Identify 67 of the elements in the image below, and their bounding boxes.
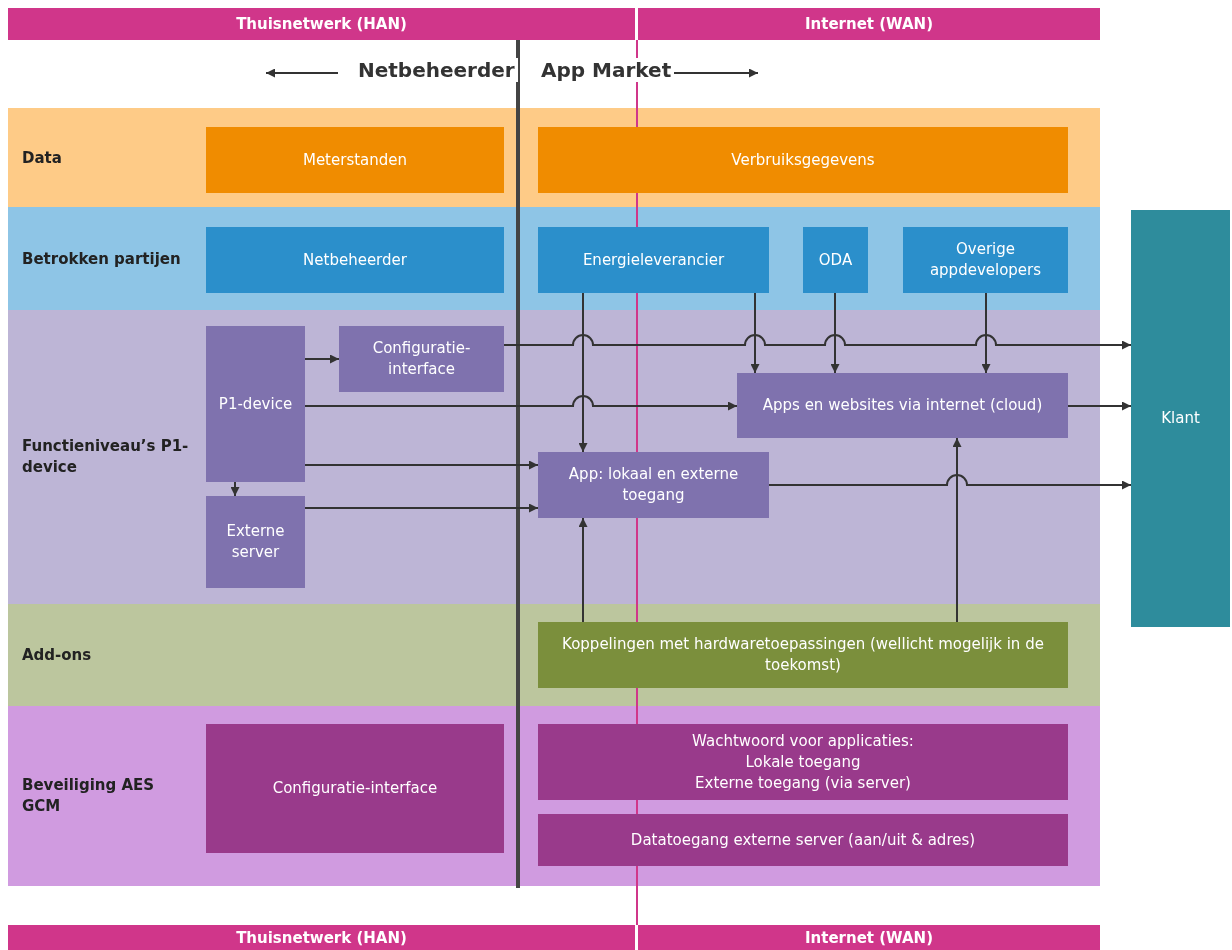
- arrow: [304, 460, 539, 470]
- security-box: [538, 814, 1068, 866]
- arrow: [768, 474, 1132, 490]
- data-box: [206, 127, 504, 193]
- box-text: Overige appdevelopers: [928, 239, 1043, 281]
- function-box: [206, 326, 305, 482]
- box-text: Netbeheerder: [303, 249, 407, 271]
- layer-band: [8, 207, 1100, 310]
- box-text: Externe toegang (via server): [695, 772, 911, 794]
- security-box: [538, 724, 1068, 800]
- box-text: Meterstanden: [302, 149, 408, 171]
- customer-box: [1131, 210, 1230, 627]
- arrow: [304, 395, 738, 411]
- network-header: [638, 8, 1100, 40]
- layer-title: Add-ons: [22, 644, 93, 666]
- layer-band: [8, 706, 1100, 886]
- party-box: [903, 227, 1068, 293]
- layer-title: Betrokken partijen: [22, 248, 182, 269]
- arrow: [830, 292, 840, 374]
- layer-title: Data: [22, 147, 63, 168]
- header-text: Internet (WAN): [805, 928, 933, 947]
- function-box: [206, 496, 305, 588]
- data-box: [538, 127, 1068, 193]
- box-text: ODA: [818, 249, 853, 271]
- arrow: [304, 503, 539, 513]
- party-box: [206, 227, 504, 293]
- box-text: App: lokaal en externe toegang: [567, 464, 740, 506]
- box-text: Datatoegang externe server (aan/uit & adres): [630, 829, 976, 851]
- arrow: [230, 481, 240, 497]
- network-footer: [8, 925, 635, 950]
- function-box: [737, 373, 1068, 438]
- header-text: Thuisnetwerk (HAN): [236, 928, 407, 947]
- header-text: Internet (WAN): [805, 15, 933, 33]
- header-text: Thuisnetwerk (HAN): [236, 15, 407, 33]
- arrow: [750, 292, 760, 374]
- box-text: Koppelingen met hardwaretoepassingen (wellicht mogelijk in de toekomst): [561, 634, 1045, 676]
- layer-title: Beveiliging AES GCM: [22, 775, 156, 817]
- box-text: Klant: [1161, 408, 1200, 429]
- box-text: Energieleverancier: [582, 249, 725, 271]
- arrow: [578, 517, 588, 623]
- box-text: P1-device: [218, 393, 293, 415]
- arrow: [1067, 401, 1132, 411]
- addon-box: [538, 622, 1068, 688]
- box-text: Apps en websites via internet (cloud): [762, 395, 1043, 416]
- arrow: [981, 292, 991, 374]
- box-text: Configuratie-interface: [272, 778, 438, 799]
- layer-band: [8, 108, 1100, 207]
- party-box: [538, 227, 769, 293]
- box-text: Externe server: [225, 521, 286, 563]
- party-box: [803, 227, 868, 293]
- arrow: [304, 354, 340, 364]
- function-box: [538, 452, 769, 518]
- box-text: Lokale toegang: [745, 751, 861, 773]
- layer-band: [8, 604, 1100, 706]
- network-header: [8, 8, 635, 40]
- box-text: Wachtwoord voor applicaties:: [692, 730, 914, 752]
- arrow: [952, 437, 962, 623]
- security-box: [206, 724, 504, 853]
- box-text: Verbruiksgegevens: [731, 149, 875, 171]
- box-text: Configuratie-interface: [371, 338, 472, 380]
- network-footer: [638, 925, 1100, 950]
- layer-band: [8, 310, 1100, 604]
- function-box: [339, 326, 504, 392]
- section-heading: App Market: [538, 58, 675, 82]
- arrow: [503, 334, 1132, 350]
- arrow: [578, 292, 588, 453]
- layer-title: Functieniveau’s P1-device: [22, 436, 190, 478]
